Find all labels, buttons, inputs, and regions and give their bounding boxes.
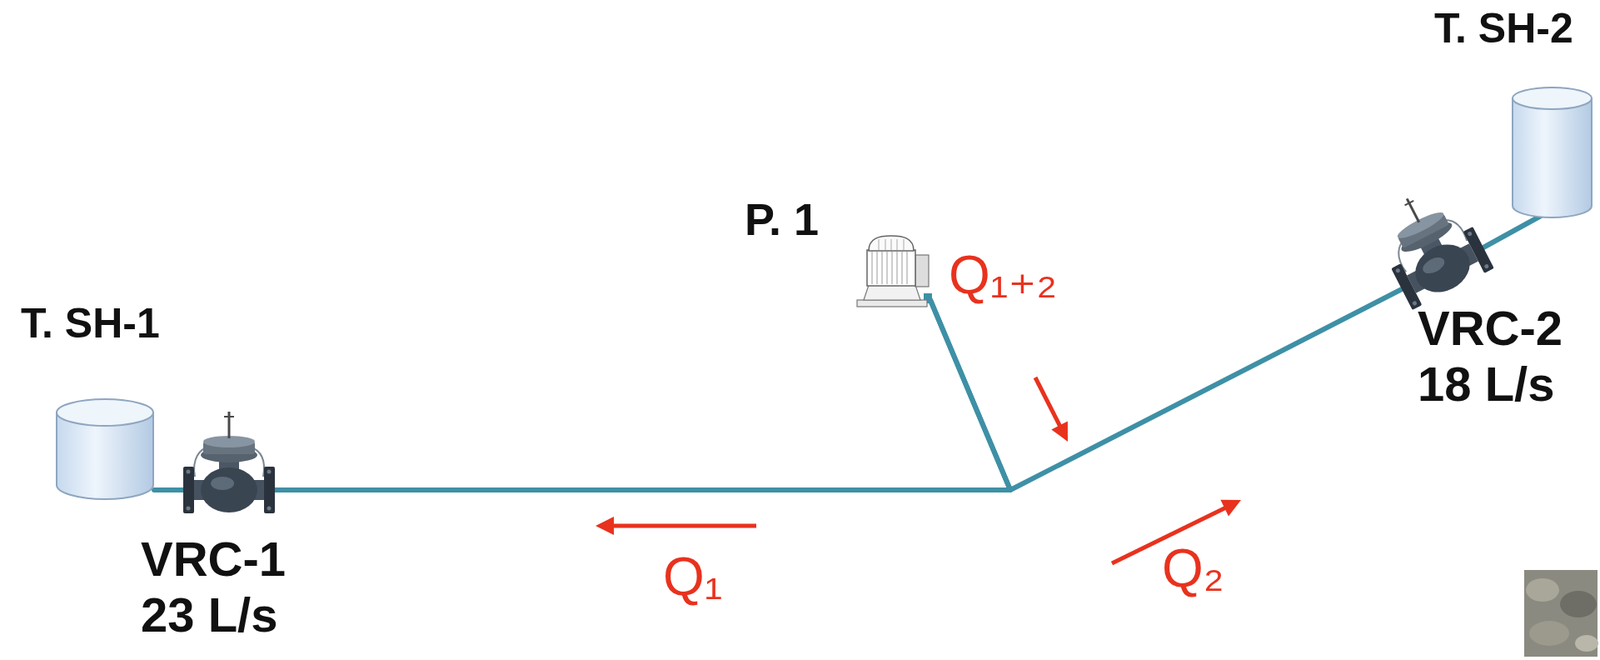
pump-motor — [867, 249, 916, 286]
cap-fin — [878, 239, 880, 250]
flange-bolt — [267, 506, 272, 511]
flow-arrow-shaft — [1035, 377, 1061, 427]
valve-icon — [1388, 176, 1497, 302]
photo-stone — [1560, 590, 1597, 618]
pipe — [1483, 215, 1541, 248]
pipe — [930, 289, 1402, 490]
flow-label: Q₂ — [1161, 541, 1225, 595]
motor-fin — [892, 251, 893, 285]
flange-bolt — [1411, 300, 1418, 307]
flow-arrow-head — [1220, 499, 1242, 517]
valve-stem — [228, 411, 231, 439]
cap-fin — [897, 239, 898, 250]
flow-rate: 23 L/s — [140, 587, 290, 643]
motor-fin — [897, 251, 898, 285]
flange-bolt — [186, 469, 191, 474]
cap-fin — [891, 239, 893, 250]
node-name: T. SH-1 — [20, 299, 164, 349]
cap-fin — [885, 239, 887, 250]
flow-arrow-head — [1051, 420, 1068, 442]
valve-stem-cap — [224, 415, 235, 418]
pump-base — [857, 299, 928, 307]
valve-actuator-top — [1395, 208, 1447, 243]
node-name: VRC-2 — [1417, 300, 1567, 357]
pipe — [274, 299, 1011, 490]
valve-flange — [264, 466, 275, 514]
flange-bolt — [1395, 267, 1401, 274]
photo-stone — [1525, 578, 1560, 602]
motor-fin — [877, 251, 878, 285]
tank-node: T. SH-2 — [1434, 4, 1596, 220]
motor-fin — [872, 251, 873, 285]
photo-stone — [1575, 634, 1599, 652]
motor-fin — [887, 251, 888, 285]
valve-icon — [183, 406, 275, 519]
valve-symbol — [1365, 177, 1494, 310]
valve-flange — [183, 466, 195, 514]
valve-stem — [1406, 198, 1420, 222]
tank-top — [1512, 87, 1592, 110]
node-name: VRC-1 — [140, 531, 290, 588]
valve-highlight — [210, 476, 235, 490]
tank-top — [56, 398, 154, 426]
flange-bolt — [1466, 230, 1473, 237]
valve-symbol — [183, 411, 275, 514]
pipe — [154, 487, 184, 493]
flow-rate: 18 L/s — [1417, 356, 1567, 413]
flange-bolt — [186, 506, 191, 511]
flow-arrow — [595, 516, 757, 535]
node-name: T. SH-2 — [1434, 4, 1596, 54]
flow-label: Q₁₊₂ — [948, 248, 1057, 302]
tank-icon — [55, 398, 155, 500]
photo-stone — [1529, 620, 1570, 646]
tank-icon — [1511, 86, 1593, 219]
flow-arrow — [1035, 377, 1068, 442]
valve-body — [200, 467, 258, 513]
photo-ground — [1524, 569, 1598, 657]
motor-fin — [902, 251, 903, 285]
node-name: P. 1 — [744, 193, 938, 245]
photo-thumbnail — [1524, 569, 1599, 657]
tank-node: T. SH-1 — [20, 299, 164, 502]
pump-terminal-box — [915, 254, 929, 287]
pump-node: P. 1 — [741, 193, 938, 309]
motor-fin — [907, 251, 908, 285]
flow-arrow-shaft — [612, 523, 757, 529]
tank-body — [1512, 98, 1592, 218]
valve-node: VRC-123 L/s — [137, 406, 290, 645]
pump-icon — [857, 234, 934, 307]
flow-arrow-head — [595, 516, 614, 535]
pump-flange — [863, 284, 921, 300]
flange-bolt — [1483, 263, 1490, 270]
valve-highlight — [1420, 254, 1447, 277]
flange-bolt — [267, 469, 272, 474]
valve-stem-cap — [1405, 200, 1415, 205]
flow-label: Q₁ — [662, 549, 723, 604]
pump-cap — [868, 235, 914, 251]
motor-fin — [882, 251, 883, 285]
cap-fin — [903, 239, 905, 250]
